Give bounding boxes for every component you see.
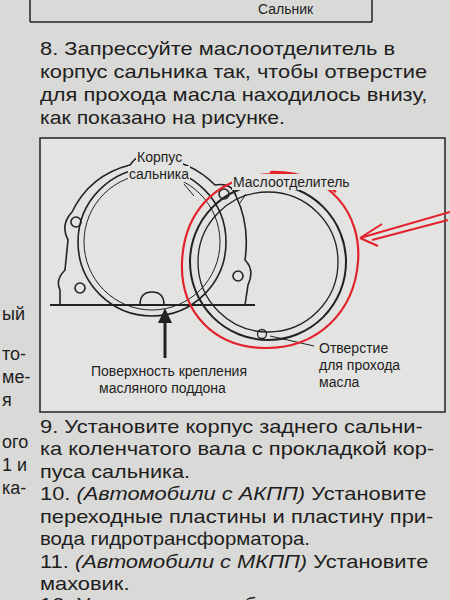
text-run: 8. Запрессуйте маслоотделитель в bbox=[40, 38, 395, 59]
pointer-arrow bbox=[164, 320, 167, 358]
leader-line bbox=[240, 194, 246, 203]
text-run: маховик. bbox=[40, 573, 129, 594]
text-run: пуса сальника. bbox=[40, 461, 190, 482]
text-run: корпус сальника так, чтобы отверстие bbox=[40, 61, 427, 82]
text-run: масла bbox=[319, 374, 359, 390]
text-line: Отверстие bbox=[318, 340, 389, 356]
red-circle bbox=[182, 172, 358, 348]
text-line: то- bbox=[2, 344, 26, 365]
text-line: для прохода bbox=[318, 357, 401, 373]
text-run: для прохода масла находилось внизу, bbox=[40, 84, 427, 105]
text-line: ка- bbox=[2, 478, 26, 499]
text-run: как показано на рисунке. bbox=[40, 107, 285, 128]
text-run: Установите bbox=[311, 483, 426, 504]
text-run: я bbox=[2, 390, 12, 410]
text-line: я bbox=[2, 390, 12, 411]
text-line: 1 и bbox=[2, 455, 27, 476]
text-run: 12. Установите коробку передач и bbox=[40, 594, 385, 600]
text-line: масла bbox=[318, 374, 360, 390]
text-run: ка- bbox=[2, 478, 26, 498]
text-line: ый bbox=[2, 304, 25, 325]
text-run: вода гидротрансформатора. bbox=[40, 528, 310, 549]
text-run: 11. bbox=[40, 551, 69, 572]
text-run: Корпус bbox=[137, 149, 182, 165]
figure-border bbox=[30, 21, 372, 23]
figure-border bbox=[371, 0, 373, 22]
text-run: для прохода bbox=[319, 357, 400, 373]
text-run: сальника bbox=[129, 166, 189, 182]
text-run: Установите bbox=[313, 551, 428, 572]
text-run: ого bbox=[2, 432, 28, 452]
italic-text: (Автомобили с АКПП) bbox=[76, 483, 305, 504]
text-run: Поверхность крепления bbox=[91, 363, 247, 379]
text-run: Сальник bbox=[258, 1, 313, 17]
text-line: 9. Установите корпус заднего сальни- bbox=[40, 416, 423, 438]
oil-pan-surface bbox=[50, 304, 255, 306]
text-line: 11. (Автомобили с МКПП) Установите bbox=[40, 551, 428, 573]
text-line: для прохода масла находилось внизу, bbox=[40, 84, 427, 106]
text-run: Отверстие bbox=[319, 340, 388, 356]
text-line: Маслоотделитель bbox=[232, 174, 351, 190]
text-line: 8. Запрессуйте маслоотделитель в bbox=[40, 38, 395, 60]
figure-border bbox=[29, 0, 31, 22]
text-line: Поверхность крепления bbox=[90, 363, 248, 379]
text-line: переходные пластины и пластину при- bbox=[40, 506, 433, 528]
text-line: пуса сальника. bbox=[40, 461, 190, 483]
arrow-head bbox=[158, 308, 172, 323]
text-line: Сальник bbox=[258, 1, 313, 17]
figure-frame bbox=[40, 138, 445, 412]
text-run: то- bbox=[2, 344, 26, 364]
text-run: ый bbox=[2, 304, 25, 324]
text-run: Маслоотделитель bbox=[233, 174, 350, 190]
text-run: ка коленчатого вала с прокладкой кор- bbox=[40, 438, 434, 459]
text-line: Корпус bbox=[136, 149, 183, 165]
oil-separator bbox=[190, 184, 346, 340]
text-line: ме- bbox=[2, 367, 30, 388]
text-line: 10. (Автомобили с АКПП) Установите bbox=[40, 483, 426, 505]
text-line: масляного поддона bbox=[98, 380, 227, 396]
text-line: вода гидротрансформатора. bbox=[40, 528, 310, 550]
text-line: корпус сальника так, чтобы отверстие bbox=[40, 61, 427, 83]
leader-line bbox=[184, 184, 194, 196]
seal-housing bbox=[58, 155, 251, 316]
text-run: 1 и bbox=[2, 455, 27, 475]
italic-text: (Автомобили с МКПП) bbox=[75, 551, 307, 572]
text-run: масляного поддона bbox=[99, 380, 226, 396]
text-line: как показано на рисунке. bbox=[40, 107, 285, 129]
text-run: 10. bbox=[40, 483, 70, 504]
text-line: ого bbox=[2, 432, 28, 453]
text-line: ка коленчатого вала с прокладкой кор- bbox=[40, 438, 434, 460]
text-run: ме- bbox=[2, 367, 30, 387]
text-run: переходные пластины и пластину при- bbox=[40, 506, 433, 527]
text-line: 12. Установите коробку передач и bbox=[40, 594, 385, 600]
text-line: сальника bbox=[128, 166, 190, 182]
red-arrow bbox=[360, 212, 450, 246]
text-line: маховик. bbox=[40, 573, 129, 595]
text-run: 9. Установите корпус заднего сальни- bbox=[40, 416, 423, 437]
